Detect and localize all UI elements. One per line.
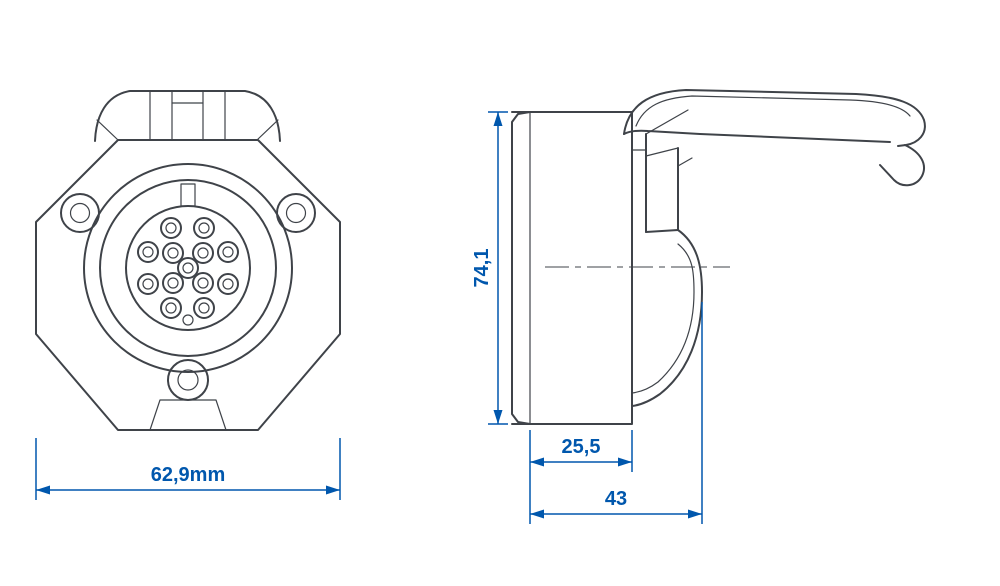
dimension-side-depth-body: 25,5: [529, 430, 633, 524]
pin-hole: [193, 217, 215, 239]
mounting-hole-bottom: [149, 359, 227, 431]
pin-holes: [137, 217, 239, 319]
arrowhead-left-icon: [530, 509, 544, 519]
dim-side-depth-body-label: 25,5: [562, 436, 601, 458]
dim-front-width-label: 62,9mm: [151, 464, 226, 486]
pin-hole: [162, 242, 184, 264]
front-socket-rings: [83, 163, 293, 373]
dimension-side-height: 74,1: [471, 111, 508, 425]
front-cap: [94, 90, 281, 142]
pin-hole: [192, 242, 214, 264]
front-body-outline: [35, 139, 341, 431]
pin-hole: [217, 273, 239, 295]
arrowhead-right-icon: [688, 509, 702, 519]
dim-side-height-label: 74,1: [471, 249, 493, 288]
pin-hole: [137, 273, 159, 295]
pin-hole: [160, 297, 182, 319]
pin-hole: [160, 217, 182, 239]
pin-hole: [192, 272, 214, 294]
mounting-hole-right: [276, 193, 316, 233]
pin-hole: [137, 241, 159, 263]
side-body: [511, 111, 633, 425]
arrowhead-down-icon: [493, 410, 503, 424]
side-view: [511, 89, 926, 425]
cap-latch: [879, 144, 925, 187]
side-cowl: [631, 229, 703, 407]
pin-hole: [162, 272, 184, 294]
dim-side-depth-total-label: 43: [605, 488, 627, 510]
pin-hole: [217, 241, 239, 263]
arrowhead-left-icon: [36, 485, 50, 495]
key-notch: [180, 183, 196, 207]
index-hole: [182, 314, 194, 326]
side-hinge: [645, 109, 693, 233]
side-cap: [623, 89, 926, 187]
arrowhead-right-icon: [618, 457, 632, 467]
arrowhead-right-icon: [326, 485, 340, 495]
arrowhead-up-icon: [493, 112, 503, 126]
mounting-hole-left: [60, 193, 100, 233]
front-view: [35, 90, 341, 431]
dimension-side-depth-total: 43: [530, 302, 703, 524]
dimension-front-width: 62,9mm: [35, 438, 341, 500]
arrowhead-left-icon: [530, 457, 544, 467]
pin-hole: [193, 297, 215, 319]
pin-hole: [177, 257, 199, 279]
side-flange: [511, 111, 531, 425]
